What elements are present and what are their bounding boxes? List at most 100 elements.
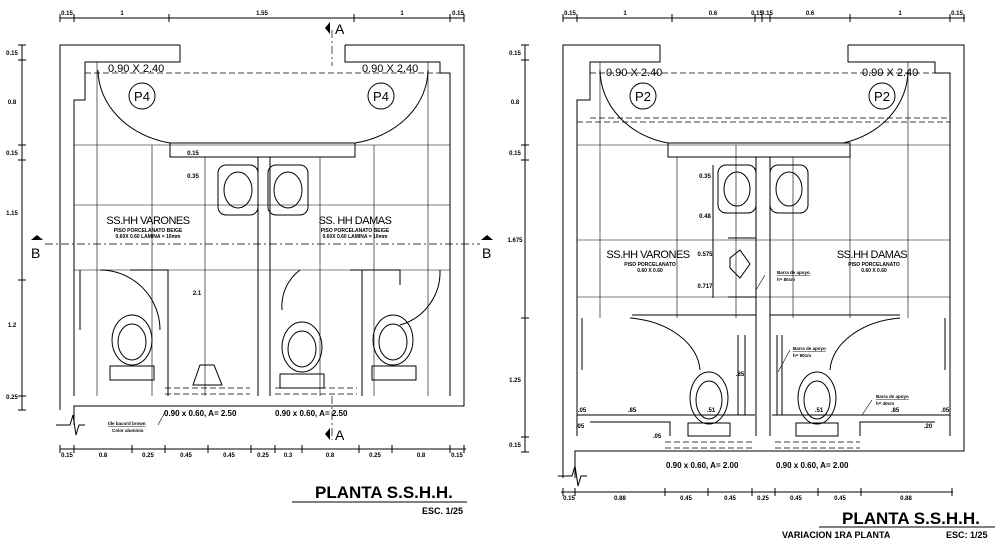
dim-label: .85 [736, 372, 745, 378]
dim-label: 0.8 [511, 100, 520, 106]
room-name: SS.HH VARONES [106, 215, 189, 227]
annotation: Color aluminio [112, 428, 144, 433]
dim-label: 0.575 [697, 252, 713, 258]
right-plan: 0.15 1 0.6 0.15 0.15 0.6 1 0.15 0.15 0.8… [507, 11, 995, 540]
room-floor-spec: PISO PORCELANATO BEIGE [114, 228, 183, 234]
dim-label: 0.25 [142, 453, 154, 459]
dim-label: 0.45 [180, 453, 192, 459]
dim-label: 0.8 [326, 453, 335, 459]
dim-label: 0.35 [699, 174, 711, 180]
drawing-scale: ESC: 1/25 [946, 530, 988, 540]
drawing-subtitle: VARIACION 1RA PLANTA [782, 530, 891, 540]
room-floor-spec: 0.60 X 0.60 [861, 268, 887, 274]
dim-label: 0.88 [614, 496, 626, 502]
door-size-label: 0.90 X 2.40 [606, 67, 662, 79]
lavatory-counter: 0.15 0.35 2.1 [169, 142, 356, 396]
room-floor-spec: 0.60X 0.60 LAMINA = 10mm [116, 234, 182, 240]
room-floor-spec: PISO PORCELANATO BEIGE [321, 228, 390, 234]
room-floor-spec: 0.60X 0.60 LAMINA = 10mm [323, 234, 389, 240]
dim-label: 1.2 [8, 323, 17, 329]
tile-grid [577, 62, 950, 318]
door-tag: P2 [635, 89, 651, 104]
dim-label: .20 [924, 424, 933, 430]
dim-label: .85 [628, 408, 637, 414]
dim-label: .05 [941, 408, 950, 414]
left-bottom-dimension: 0.15 0.8 0.25 0.45 0.45 0.25 0.3 0.8 0.2… [59, 445, 466, 459]
window-label: 0.90 x 0.60, A= 2.00 [776, 461, 849, 470]
lavatory-counter: 0.35 0.48 0.575 0.717 [667, 142, 851, 436]
toilet-icon [111, 314, 153, 366]
door-swings: 0.90 X 2.40 0.90 X 2.40 P2 P2 [599, 61, 918, 144]
dim-label: 2.1 [193, 291, 202, 297]
dim-label: 0.45 [834, 496, 846, 502]
dim-label: 0.8 [99, 453, 108, 459]
dim-label: .85 [891, 408, 900, 414]
dim-label: 0.15 [509, 51, 521, 57]
dim-label: 0.3 [284, 453, 293, 459]
toilet-icon [797, 371, 837, 425]
section-marker-a: A A [325, 21, 345, 443]
dim-label: 0.717 [697, 284, 713, 290]
dim-label: 0.8 [8, 100, 17, 106]
annotations: Barra de apoyo h= 80cm Barra de apoyo h=… [755, 270, 909, 416]
dim-label: 1.55 [256, 11, 268, 17]
dim-label: 0.6 [709, 11, 718, 17]
section-label: B [482, 245, 491, 261]
annotation: h= 40cm [876, 401, 894, 406]
dim-label: 0.25 [757, 496, 769, 502]
dim-label: 0.15 [509, 151, 521, 157]
dim-label: 1 [623, 11, 627, 17]
right-bottom-dimension: 0.15 0.88 0.45 0.45 0.25 0.45 0.45 0.88 [561, 488, 953, 502]
dim-label: 0.15 [451, 453, 463, 459]
window-label: 0.90 x 0.60, A= 2.50 [275, 409, 348, 418]
dim-label: 0.15 [564, 11, 576, 17]
dim-label: 0.35 [187, 174, 199, 180]
dim-label: .51 [815, 408, 824, 414]
dim-label: 1 [400, 11, 404, 17]
dim-label: 0.8 [417, 453, 426, 459]
room-name: SS.HH VARONES [606, 249, 689, 261]
dim-label: 0.45 [790, 496, 802, 502]
room-name: SS. HH DAMAS [319, 215, 392, 227]
section-label: A [335, 21, 345, 37]
door-size-label: 0.90 X 2.40 [862, 67, 918, 79]
dim-label: .05 [653, 434, 662, 440]
dim-label: 1.15 [6, 211, 18, 217]
window-label: 0.90 x 0.60, A= 2.00 [666, 461, 739, 470]
dim-label: 0.15 [951, 11, 963, 17]
dim-label: 0.45 [724, 496, 736, 502]
drawing-title: PLANTA S.S.H.H. [842, 509, 980, 528]
toilet-stalls: .85 .05 .05 .85 .51 .51 .85 .05 .05 .20 [576, 314, 951, 449]
door-tag: P2 [874, 89, 890, 104]
right-top-dimension: 0.15 1 0.6 0.15 0.15 0.6 1 0.15 [562, 11, 965, 22]
window-label: 0.90 x 0.60, A= 2.50 [164, 409, 237, 418]
dim-label: 0.15 [61, 453, 73, 459]
toilet-stalls [73, 269, 441, 396]
left-side-dimension: 0.15 0.8 0.15 1.15 1.2 0.25 [6, 44, 26, 411]
section-marker-b: B B [31, 235, 493, 261]
annotation: h= 80cm [793, 353, 811, 358]
left-top-dimension: 0.15 1 1.55 1 0.15 [59, 11, 465, 22]
section-label: A [335, 427, 345, 443]
dim-label: 0.15 [509, 443, 521, 449]
dim-label: 0.25 [369, 453, 381, 459]
walls [56, 30, 465, 440]
dim-label: .51 [707, 408, 716, 414]
drawing-scale: ESC. 1/25 [422, 506, 463, 516]
dim-label: 0.15 [761, 11, 773, 17]
dim-label: 0.15 [751, 11, 763, 17]
dim-label: 0.25 [257, 453, 269, 459]
dim-label: .05 [576, 424, 585, 430]
urinal-icon [192, 364, 223, 386]
dim-label: 0.15 [187, 151, 199, 157]
room-floor-spec: PISO PORCELANATO [624, 262, 676, 268]
dim-label: 0.88 [900, 496, 912, 502]
section-label: B [31, 245, 40, 261]
door-tag: P4 [134, 89, 150, 104]
toilet-icon [281, 321, 323, 373]
room-name: SS.HH DAMAS [837, 249, 907, 261]
annotation: h= 80cm [777, 277, 795, 282]
dim-label: 0.15 [6, 51, 18, 57]
annotation: Barra de apoyo [876, 394, 909, 399]
